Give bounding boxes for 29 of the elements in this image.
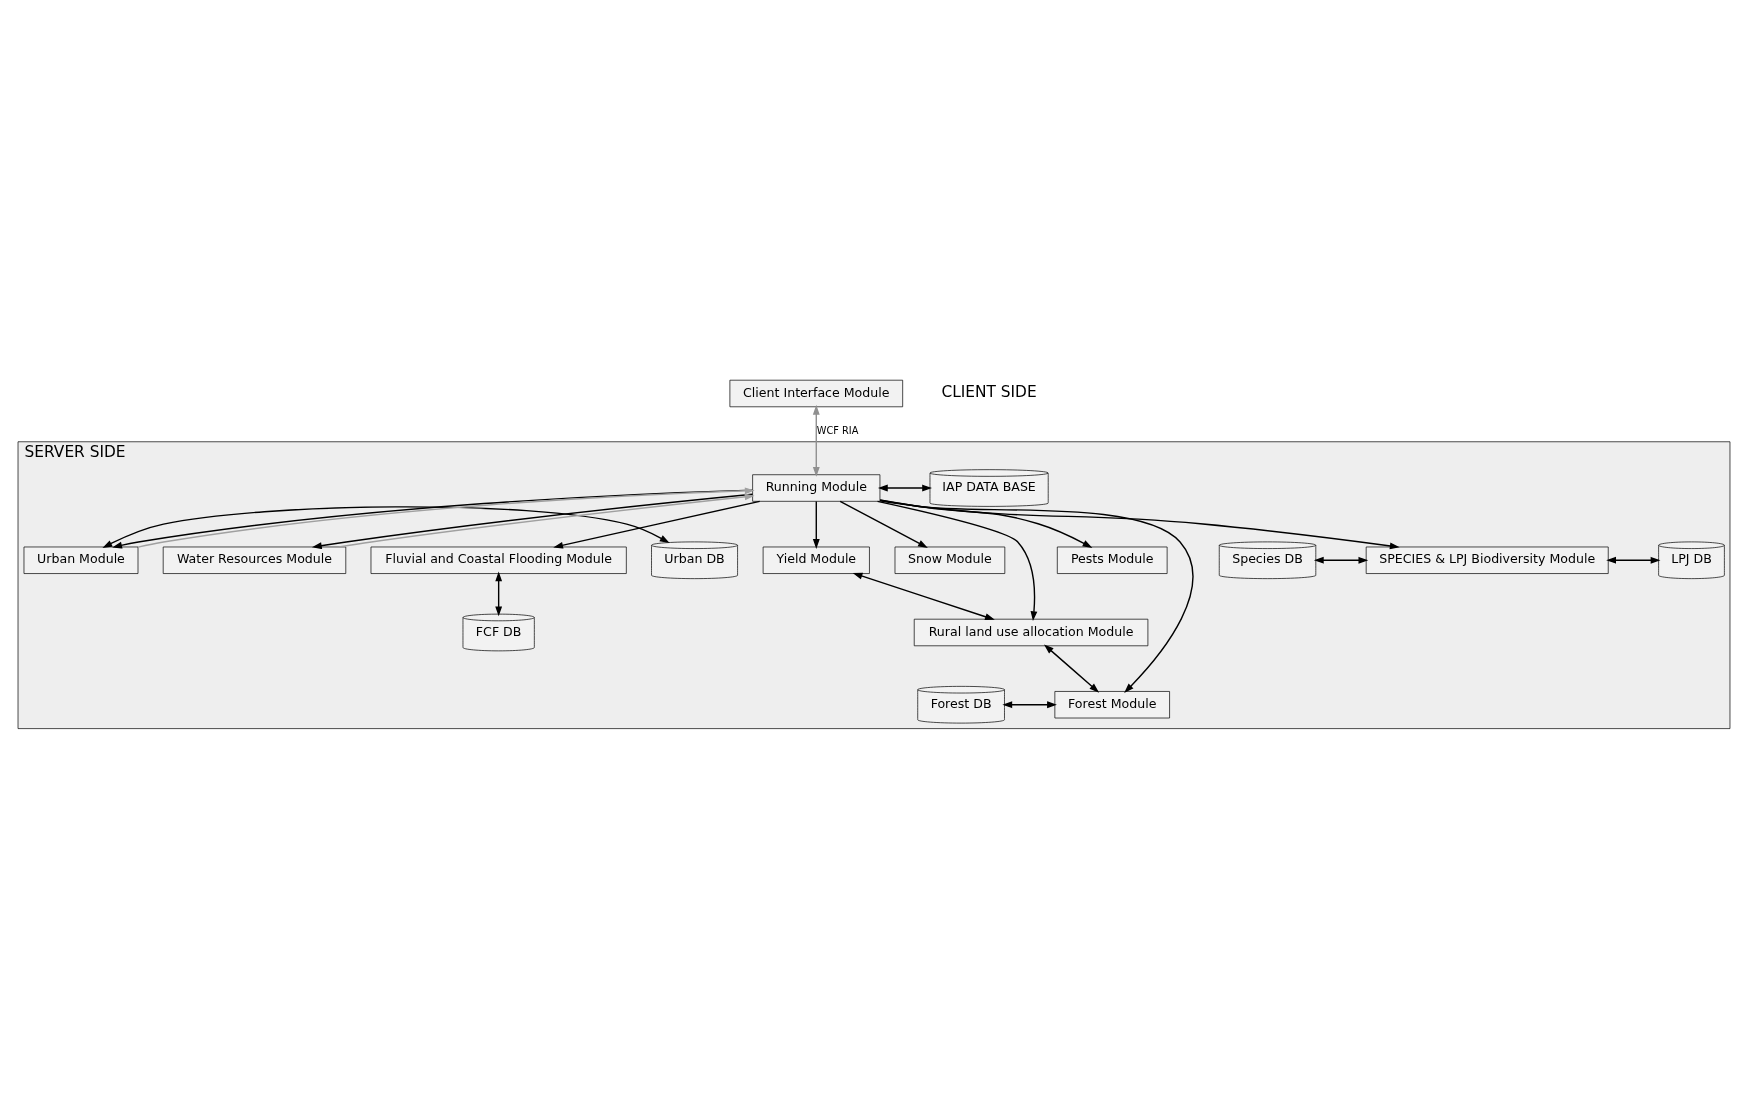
label: CLIENT SIDE [941,382,1037,401]
node-box: SPECIES & LPJ Biodiversity Module [1365,546,1609,574]
arrow [839,500,928,548]
node-box: Yield Module [762,546,870,574]
node-box: Forest Module [1054,690,1170,718]
node-box: Rural land use allocation Module [913,618,1149,646]
node-box: Fluvial and Coastal Flooding Module [370,546,627,574]
node-box: Urban Module [23,546,139,574]
arrow [495,571,503,616]
arrow [879,498,1093,548]
node-box: Running Module [752,473,881,502]
arrow [1002,700,1057,708]
arrow [876,500,1038,621]
arrow [1606,556,1661,564]
arrow [879,498,1194,693]
arrow [812,404,820,477]
arrow [879,499,1400,549]
arrow [852,572,995,620]
arrow [812,500,820,549]
arrow [553,500,761,549]
edge-label: WCF RIA [816,424,859,436]
node-box: Water Resources Module [162,546,347,574]
node-box: Pests Module [1056,546,1168,574]
arrow [877,484,932,491]
arrow [1043,643,1100,693]
node-box: Snow Module [894,546,1006,574]
arrow [102,505,670,548]
node-box: Client Interface Module [729,379,904,407]
arrow [1313,556,1369,564]
